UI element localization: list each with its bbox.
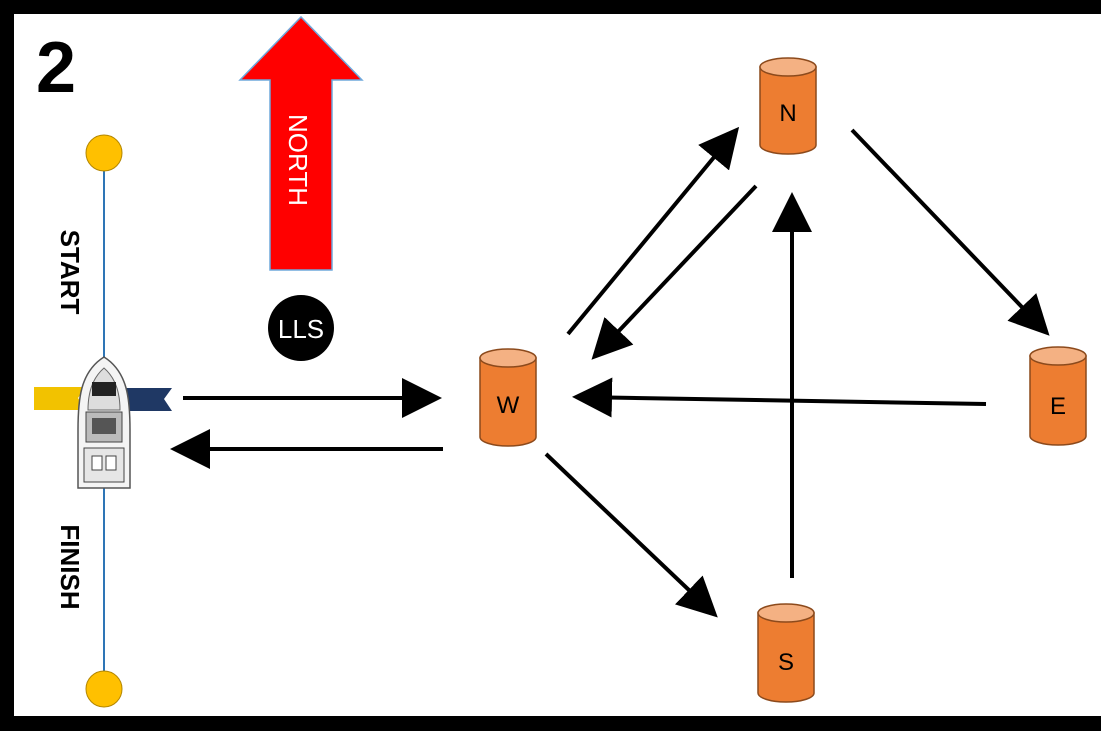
mark-s-label: S <box>778 649 794 676</box>
boat-icon <box>77 356 131 489</box>
arrow-n-to-e <box>850 128 1050 336</box>
mark-w-label: W <box>497 392 520 419</box>
mark-n: N <box>759 57 817 155</box>
finish-label: FINISH <box>55 524 85 609</box>
mark-e-label: E <box>1050 393 1066 420</box>
mark-s: S <box>757 603 815 703</box>
yellow-flag <box>34 387 86 410</box>
mark-e: E <box>1029 346 1087 446</box>
lls-label: LLS <box>278 314 324 344</box>
arrow-n-to-w <box>591 184 758 360</box>
north-label: NORTH <box>283 114 313 206</box>
arrow-e-to-w <box>572 377 987 418</box>
finish-buoy <box>85 670 123 708</box>
arrow-w-to-s <box>544 452 718 618</box>
start-label: START <box>55 230 85 315</box>
lls-badge: LLS <box>268 295 334 361</box>
north-arrow: NORTH <box>238 15 364 271</box>
arrow-w-to-n <box>566 126 740 336</box>
blue-flag <box>118 388 172 411</box>
panel-number: 2 <box>36 28 76 108</box>
course-arrows <box>170 126 1050 618</box>
mark-w: W <box>479 348 537 447</box>
start-buoy <box>85 134 123 172</box>
mark-n-label: N <box>779 100 796 127</box>
diagram-panel <box>14 14 1101 716</box>
